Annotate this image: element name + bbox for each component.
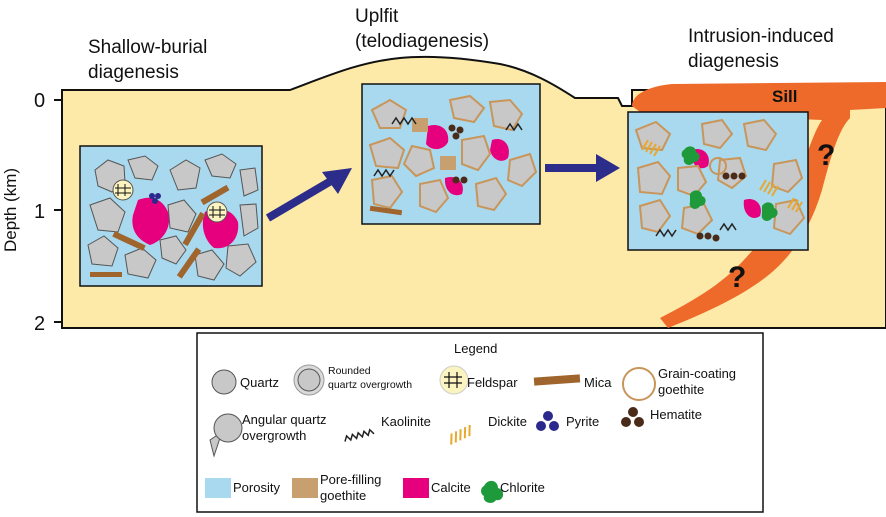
legend-title: Legend: [454, 341, 497, 356]
legend-label-quartz: Quartz: [240, 375, 279, 390]
feldspar-icon: [439, 365, 469, 395]
rounded-overgrowth-icon: [293, 364, 325, 396]
angular-overgrowth-icon: [209, 413, 243, 458]
dickite-icon: [450, 424, 471, 445]
depth-axis-label: Depth (km): [1, 168, 20, 252]
sill: [632, 82, 886, 328]
depth-tick-1: 1: [34, 201, 45, 223]
chlorite-icon: [481, 480, 504, 503]
question-mark-lower: ?: [728, 261, 746, 294]
hematite-icon: [621, 407, 644, 427]
legend-label-porosity: Porosity: [233, 480, 280, 495]
pyrite-icon: [536, 411, 559, 431]
thin-section-intrusion: [627, 111, 809, 251]
legend-label-angular-overgrowth: Angular quartz overgrowth: [242, 412, 330, 443]
legend-box: [196, 332, 764, 513]
legend-label-mica: Mica: [584, 375, 612, 390]
stage-title-uplift: Uplfit (telodiagenesis): [355, 6, 489, 52]
stage-title-shallow: Shallow-burial diagenesis: [88, 37, 213, 83]
goethite-ring-icon: [622, 367, 656, 401]
calcite-swatch-icon: [403, 478, 429, 498]
stage-title-intrusion: Intrusion-induced diagenesis: [688, 26, 839, 72]
quartz-grain-icon: [211, 369, 237, 395]
question-mark-upper: ?: [817, 139, 835, 172]
goethite-swatch-icon: [292, 478, 318, 498]
legend-label-grain-coating-goethite: Grain-coating goethite: [658, 366, 740, 397]
depth-tick-2: 2: [34, 313, 45, 335]
legend-label-pore-filling-goethite: Pore-filling goethite: [320, 472, 385, 503]
arrow-right-icon: [545, 154, 620, 182]
legend-label-dickite: Dickite: [488, 414, 527, 429]
sill-label: Sill: [772, 87, 798, 106]
legend: Legend Quartz Rounded quartz overgrowth …: [196, 332, 764, 513]
legend-label-feldspar: Feldspar: [467, 375, 518, 390]
legend-label-kaolinite: Kaolinite: [381, 414, 431, 429]
kaolinite-icon: [344, 428, 375, 442]
mica-icon: [533, 374, 581, 386]
legend-label-chlorite: Chlorite: [500, 480, 545, 495]
legend-label-rounded-overgrowth: Rounded quartz overgrowth: [328, 365, 412, 391]
thin-section-uplift: [361, 83, 541, 225]
legend-label-pyrite: Pyrite: [566, 414, 599, 429]
depth-tick-0: 0: [34, 90, 45, 112]
legend-label-calcite: Calcite: [431, 480, 471, 495]
thin-section-shallow: [79, 145, 263, 287]
legend-label-hematite: Hematite: [650, 407, 702, 422]
porosity-swatch-icon: [205, 478, 231, 498]
arrow-right-icon: [265, 168, 352, 222]
